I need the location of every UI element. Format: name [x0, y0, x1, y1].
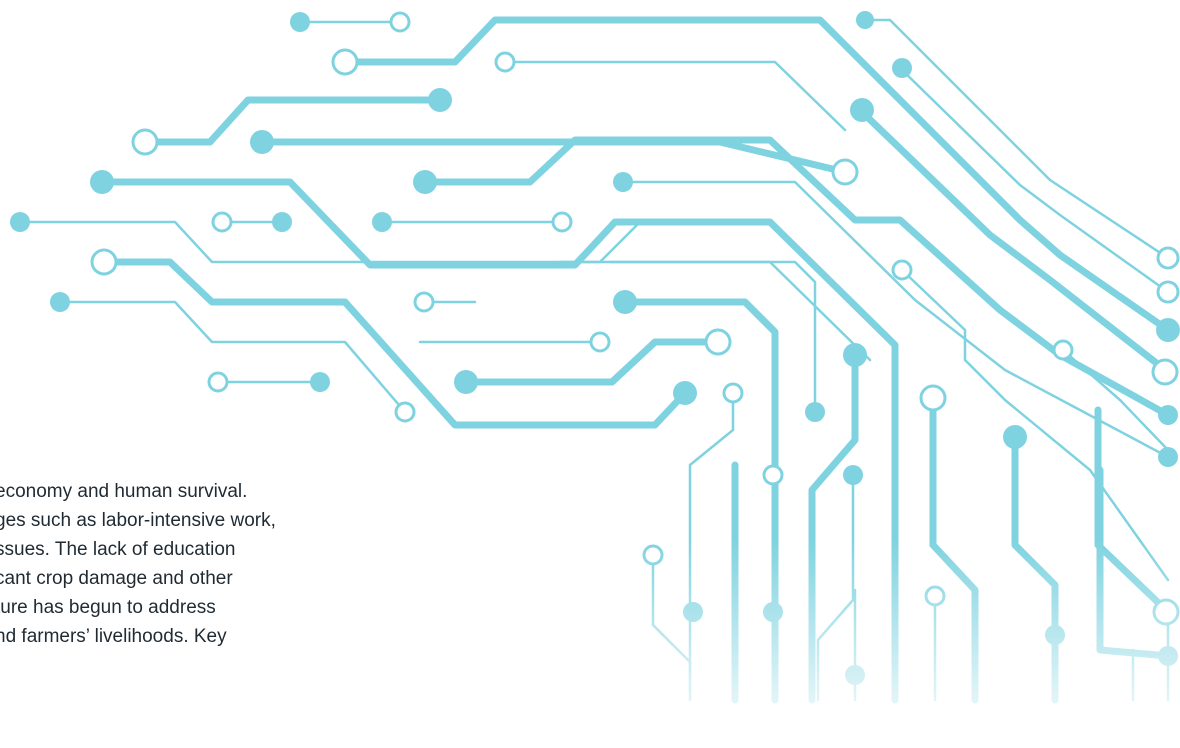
bottom-fade [600, 540, 1180, 748]
body-paragraph: economy and human survival. ges such as … [0, 477, 355, 651]
paragraph-line: ges such as labor-intensive work, [0, 510, 276, 531]
paragraph-line: ture has begun to address [0, 597, 216, 618]
paragraph-line: ssues. The lack of education [0, 539, 236, 560]
paragraph-line: nd farmers’ livelihoods. Key [0, 626, 227, 647]
paragraph-line: economy and human survival. [0, 481, 248, 502]
paragraph-line: cant crop damage and other [0, 568, 233, 589]
